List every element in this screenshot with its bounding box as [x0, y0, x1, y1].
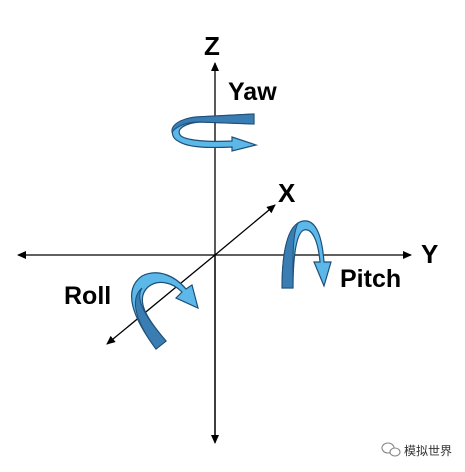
roll-label: Roll	[64, 282, 111, 310]
wechat-icon	[381, 442, 401, 457]
x-axis-back-arrow	[106, 254, 216, 345]
y-axis-label: Y	[421, 239, 438, 269]
pitch-arrow	[281, 220, 332, 289]
z-axis-label: Z	[204, 31, 220, 61]
yaw-arrow	[171, 113, 259, 152]
x-axis-label: X	[278, 178, 296, 208]
pitch-label: Pitch	[340, 265, 401, 293]
x-axis	[214, 204, 276, 256]
yaw-label: Yaw	[228, 78, 277, 106]
roll-arrow	[131, 272, 199, 350]
watermark: 模拟世界	[381, 442, 452, 458]
watermark-text: 模拟世界	[404, 444, 452, 458]
